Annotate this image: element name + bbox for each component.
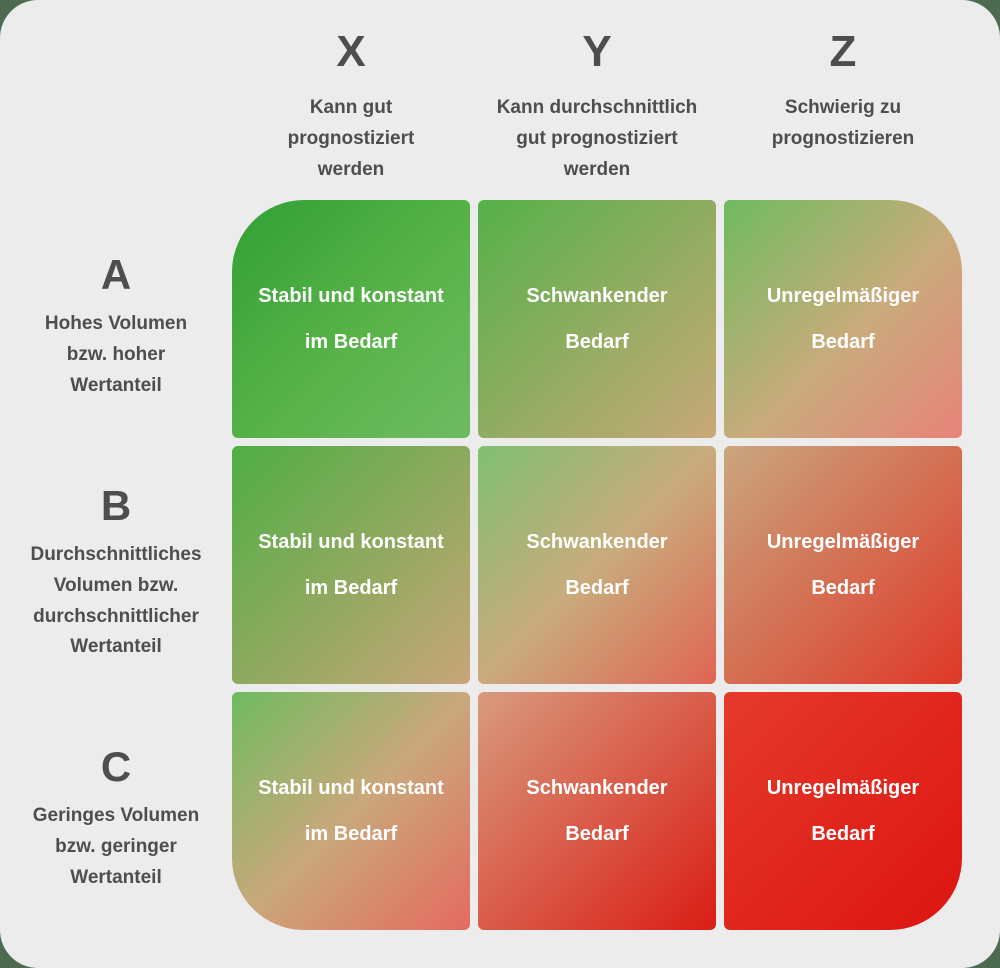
row-label-a: A Hohes Volumen bzw. hoher Wertanteil xyxy=(0,200,232,438)
column-description: Kann gut prognostiziert werden xyxy=(287,97,415,180)
row-letter: B xyxy=(100,481,132,529)
row-description: Geringes Volumen bzw. geringer Wertantei… xyxy=(32,805,200,888)
top-left-spacer xyxy=(0,0,232,200)
column-letter: Y xyxy=(582,27,612,76)
column-letter: Z xyxy=(829,27,857,76)
column-header-y: Y Kann durchschnittlich gut prognostizie… xyxy=(478,0,716,200)
row-label-c: C Geringes Volumen bzw. geringer Wertant… xyxy=(0,692,232,930)
matrix-body: A Hohes Volumen bzw. hoher Wertanteil B … xyxy=(0,200,1000,968)
matrix-cell-a-y: Schwankender Bedarf xyxy=(478,200,716,438)
row-description: Hohes Volumen bzw. hoher Wertanteil xyxy=(44,313,188,396)
matrix-cell-c-z: Unregelmäßiger Bedarf xyxy=(724,692,962,930)
cell-label: Stabil und konstant im Bedarf xyxy=(258,285,444,353)
matrix-cell-b-z: Unregelmäßiger Bedarf xyxy=(724,446,962,684)
cell-label: Stabil und konstant im Bedarf xyxy=(258,531,444,599)
cell-label: Schwankender Bedarf xyxy=(526,777,668,845)
matrix-cell-b-y: Schwankender Bedarf xyxy=(478,446,716,684)
column-header-x: X Kann gut prognostiziert werden xyxy=(232,0,470,200)
row-description: Durchschnittliches Volumen bzw. durchsch… xyxy=(30,543,202,658)
top-right-spacer xyxy=(962,0,1000,200)
matrix-cell-a-x: Stabil und konstant im Bedarf xyxy=(232,200,470,438)
cell-label: Schwankender Bedarf xyxy=(526,531,668,599)
cell-label: Unregelmäßiger Bedarf xyxy=(766,531,920,599)
row-labels: A Hohes Volumen bzw. hoher Wertanteil B … xyxy=(0,200,232,930)
cell-label: Schwankender Bedarf xyxy=(526,285,668,353)
column-header-row: X Kann gut prognostiziert werden Y Kann … xyxy=(0,0,1000,200)
matrix-cell-c-x: Stabil und konstant im Bedarf xyxy=(232,692,470,930)
matrix-grid: Stabil und konstant im Bedarf Schwankend… xyxy=(232,200,962,930)
column-header-z: Z Schwierig zu prognostizieren xyxy=(724,0,962,200)
column-description: Kann durchschnittlich gut prognostiziert… xyxy=(496,97,698,180)
column-headers: X Kann gut prognostiziert werden Y Kann … xyxy=(232,0,962,200)
column-letter: X xyxy=(336,27,366,76)
row-letter: A xyxy=(100,251,132,299)
cell-label: Stabil und konstant im Bedarf xyxy=(258,777,444,845)
matrix-cell-c-y: Schwankender Bedarf xyxy=(478,692,716,930)
cell-label: Unregelmäßiger Bedarf xyxy=(766,285,920,353)
row-letter: C xyxy=(100,743,132,791)
column-description: Schwierig zu prognostizieren xyxy=(771,97,915,149)
cell-label: Unregelmäßiger Bedarf xyxy=(766,777,920,845)
row-label-b: B Durchschnittliches Volumen bzw. durchs… xyxy=(0,446,232,684)
matrix-cell-a-z: Unregelmäßiger Bedarf xyxy=(724,200,962,438)
matrix-cell-b-x: Stabil und konstant im Bedarf xyxy=(232,446,470,684)
